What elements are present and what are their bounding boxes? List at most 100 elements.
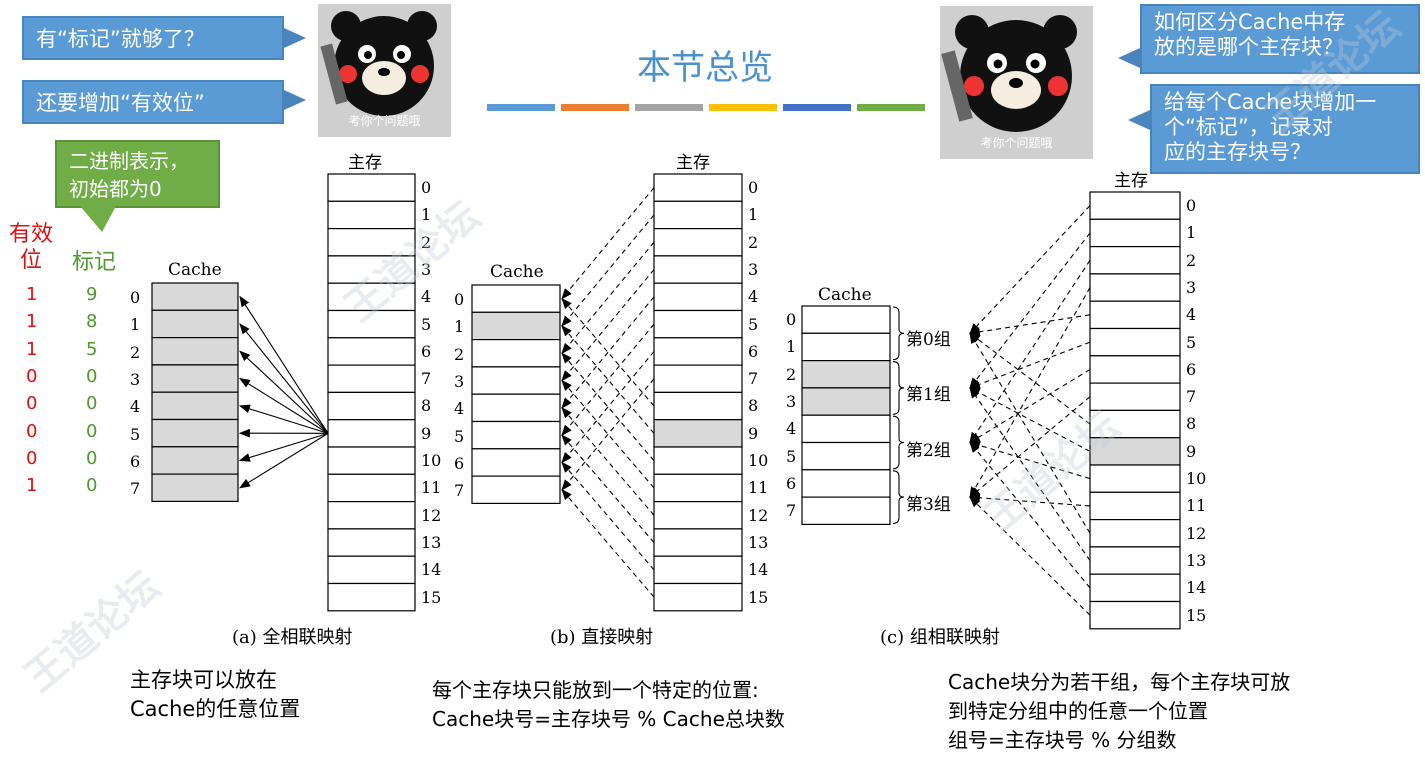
valid-bit: 0 [26, 420, 38, 442]
mapping-arrow [969, 387, 1091, 452]
memory-block-number: 0 [421, 178, 432, 197]
mapping-arrow [561, 351, 655, 464]
memory-block-number: 10 [748, 451, 769, 470]
memory-label-a: 主存 [348, 153, 382, 173]
mapping-arrow [561, 325, 655, 434]
question-line: 如何区分Cache中存 [1154, 10, 1346, 34]
color-bar [783, 104, 851, 111]
memory-label-b: 主存 [676, 153, 710, 173]
cache-block [151, 418, 239, 448]
cache-block-number: 6 [130, 451, 141, 471]
note-line: 初始都为0 [69, 177, 162, 201]
bear-image: 考你个问题哦 [318, 4, 451, 137]
memory-block [653, 228, 743, 257]
mapping-arrow [969, 287, 1091, 499]
note-pointer [80, 206, 116, 232]
mapping-arrow [561, 323, 655, 436]
cache-block-number: 7 [130, 479, 141, 499]
memory-block-number: 13 [1186, 550, 1207, 570]
cache-block [471, 339, 561, 368]
cache-block [151, 364, 239, 393]
memory-block-number: 10 [1186, 469, 1207, 488]
memory-block-number: 5 [421, 314, 432, 334]
cache-block [151, 391, 239, 421]
memory-block-number: 11 [1186, 496, 1207, 516]
memory-block-number: 8 [421, 396, 432, 416]
memory-block [1089, 218, 1181, 248]
cache-block-number: 3 [130, 369, 141, 389]
memory-block-number: 15 [748, 587, 769, 607]
question-line: 放的是哪个主存块？ [1154, 35, 1343, 59]
memory-block [653, 200, 743, 230]
cache-block [801, 360, 891, 389]
cache-block-number: 5 [454, 426, 465, 446]
cache-block-number: 5 [786, 446, 797, 466]
memory-block [653, 473, 743, 503]
memory-block [1089, 355, 1181, 384]
cache-label-b: Cache [490, 262, 544, 282]
memory-block [653, 446, 743, 475]
cache-block-number: 1 [130, 315, 141, 335]
group-label-1: 第1组 [906, 385, 951, 405]
color-bar [487, 104, 555, 111]
tag-value: 5 [86, 338, 98, 360]
mapping-arrow [969, 396, 1091, 498]
cache-block [471, 366, 561, 395]
cache-block [801, 332, 891, 362]
memory-block [327, 473, 416, 503]
memory-block [653, 555, 743, 585]
mapping-arrow [561, 407, 655, 516]
tag-value: 0 [86, 475, 98, 497]
memory-block [327, 582, 416, 612]
memory-block-number: 13 [748, 532, 769, 552]
cache-block-number: 0 [786, 310, 797, 329]
valid-bit: 0 [26, 447, 38, 469]
memory-block-number: 12 [1186, 523, 1207, 543]
memory-block [1089, 327, 1181, 357]
memory-block-number: 7 [748, 369, 759, 389]
mapping-arrow [969, 332, 1091, 425]
memory-block-number: 4 [748, 287, 759, 307]
cache-block-number: 1 [454, 317, 465, 337]
description-direct-mapped: 每个主存块只能放到一个特定的位置: Cache块号=主存块号 % Cache总块… [432, 676, 785, 734]
memory-block [1089, 464, 1181, 493]
memory-block [1089, 600, 1181, 630]
mapping-arrow [969, 205, 1091, 335]
mapping-arrow [238, 432, 329, 462]
color-bar [561, 104, 629, 111]
mapping-arrow [969, 386, 1091, 561]
memory-block-number: 6 [748, 341, 759, 361]
memory-block-number: 4 [421, 287, 432, 307]
memory-block-number: 3 [1186, 277, 1197, 297]
memory-block [1089, 300, 1181, 330]
cache-block-number: 0 [130, 288, 141, 307]
memory-block [327, 391, 416, 421]
mapping-arrow [561, 461, 655, 571]
mapping-arrow [561, 296, 655, 409]
cache-block [151, 282, 239, 311]
cache-block-number: 5 [130, 424, 141, 444]
bear-caption: 考你个问题哦 [348, 114, 421, 128]
mapping-arrow [561, 269, 655, 382]
cache-block-number: 6 [454, 453, 465, 473]
mapping-arrow [968, 341, 1091, 389]
cache-block [801, 441, 891, 471]
mapping-arrow [968, 441, 1091, 480]
valid-bit: 1 [26, 284, 38, 305]
desc-line: Cache块分为若干组，每个主存块可放 [948, 670, 1291, 694]
memory-block-number: 6 [1186, 359, 1197, 379]
memory-block [1089, 273, 1181, 302]
memory-block [1089, 518, 1181, 548]
cache-block [471, 311, 561, 341]
cache-block-number: 0 [454, 290, 465, 309]
cache-block-number: 6 [786, 473, 797, 493]
memory-block [1089, 246, 1181, 275]
note-line: 二进制表示， [69, 149, 189, 173]
memory-block [327, 364, 416, 394]
answer-line: 给每个Cache块增加一 [1164, 90, 1377, 114]
tag-value: 8 [86, 311, 98, 333]
memory-block [653, 582, 743, 612]
memory-block-number: 2 [748, 232, 759, 252]
header-line: 有效 [8, 222, 53, 247]
memory-block-number: 11 [421, 478, 442, 498]
